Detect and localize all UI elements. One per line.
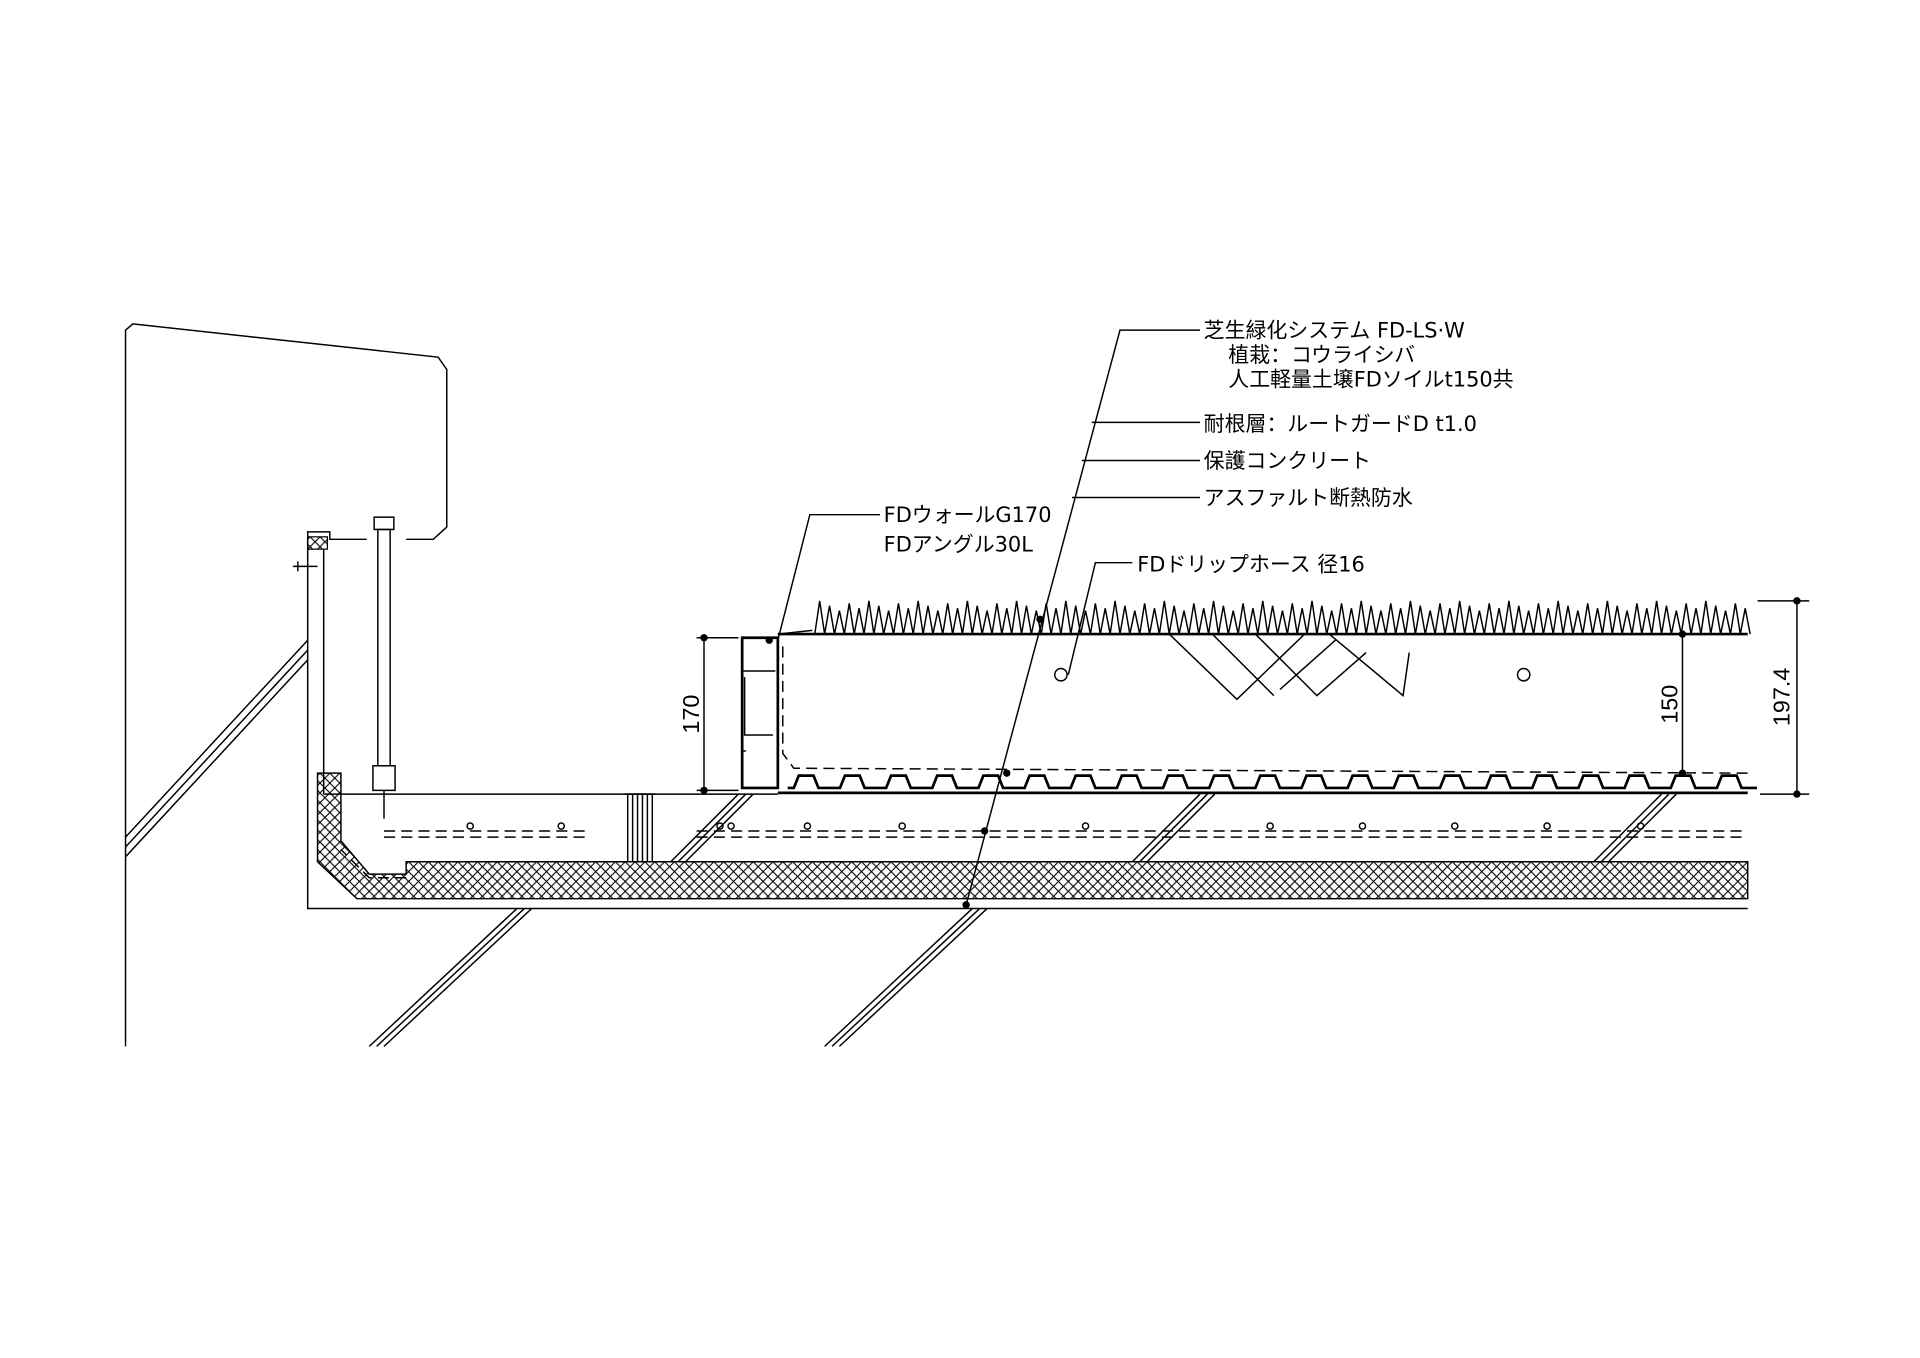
anchor-bolt bbox=[292, 561, 318, 572]
concrete-section-marks bbox=[368, 793, 1677, 1047]
dimension-wall-height: 170 bbox=[678, 634, 739, 795]
label-soil: 人工軽量土壌FDソイルt150共 bbox=[1228, 368, 1513, 392]
section-hatch-line bbox=[376, 907, 525, 1047]
drip-hose-1 bbox=[1054, 667, 1068, 682]
section-hatch-line bbox=[368, 907, 518, 1047]
rebar-dots bbox=[466, 822, 1645, 830]
section-hatch-line bbox=[824, 907, 973, 1047]
parapet-outline bbox=[124, 323, 1748, 1047]
root-hatch bbox=[1168, 633, 1410, 701]
dim-197-text: 197.4 bbox=[1769, 668, 1795, 727]
section-hatch-line bbox=[1139, 793, 1208, 863]
label-wall: FDウォールG170 bbox=[884, 503, 1052, 527]
drainage-board bbox=[787, 774, 1757, 790]
section-hatch-line bbox=[838, 907, 988, 1047]
insulation-layer bbox=[316, 772, 1749, 900]
label-system-title: 芝生緑化システム FD-LS·W bbox=[1204, 318, 1465, 342]
dimension-soil-depth: 150 bbox=[1657, 630, 1687, 777]
leader-lines bbox=[777, 329, 1200, 906]
section-hatch-line bbox=[831, 907, 981, 1047]
label-waterproofing: アスファルト断熱防水 bbox=[1204, 486, 1413, 510]
drip-hose-2 bbox=[1516, 667, 1531, 682]
section-hatch-line bbox=[1593, 793, 1663, 863]
dimension-total-depth: 197.4 bbox=[1757, 597, 1810, 798]
label-planting: 植栽：コウライシバ bbox=[1228, 343, 1415, 367]
sealant-block bbox=[307, 536, 328, 550]
section-hatch-line bbox=[383, 907, 533, 1047]
label-protective-concrete: 保護コンクリート bbox=[1204, 449, 1371, 473]
dim-150-text: 150 bbox=[1657, 685, 1683, 724]
fd-wall bbox=[740, 636, 1748, 790]
section-hatch-line bbox=[677, 793, 747, 863]
label-drip-hose: FDドリップホース 径16 bbox=[1137, 552, 1365, 576]
roof-drain bbox=[624, 793, 656, 863]
flashing-support-rod bbox=[372, 516, 396, 819]
section-hatch-line bbox=[1600, 793, 1670, 863]
section-hatch-line bbox=[1608, 793, 1677, 863]
label-angle: FDアングル30L bbox=[884, 533, 1034, 557]
grass-turf bbox=[814, 600, 1751, 635]
section-hatch-line bbox=[1146, 793, 1216, 863]
label-root-guard: 耐根層：ルートガードD t1.0 bbox=[1204, 412, 1477, 436]
section-hatch-line bbox=[685, 793, 754, 863]
section-hatch-line bbox=[1131, 793, 1201, 863]
dim-170-text: 170 bbox=[678, 695, 704, 734]
section-hatch-line bbox=[670, 793, 739, 863]
